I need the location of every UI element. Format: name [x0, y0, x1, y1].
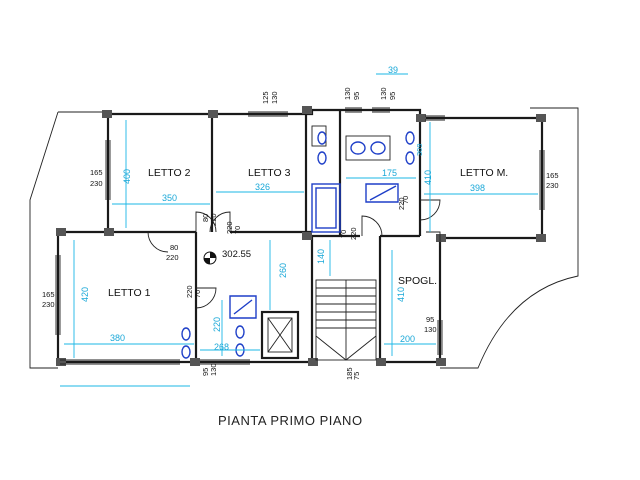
elevator-shaft	[260, 310, 300, 360]
dim-door220-a: 220	[166, 253, 179, 262]
dim-door70-e: 70	[193, 290, 202, 298]
room-spogliatoio: SPOGL.	[398, 275, 437, 287]
dim-door70-f: 70	[233, 226, 242, 234]
dim-w185-stair: 185	[345, 367, 354, 380]
dim-top-39: 39	[388, 65, 398, 75]
dim-w165-letto1: 165	[42, 290, 55, 299]
outer-walls	[56, 108, 544, 364]
windows	[55, 107, 545, 365]
dim-lettoM-height: 410	[423, 170, 433, 185]
dim-door220-d: 220	[397, 197, 406, 210]
drawing-title: PIANTA PRIMO PIANO	[218, 413, 363, 428]
room-letto-1: LETTO 1	[108, 287, 151, 299]
dim-w125: 125	[261, 91, 270, 104]
dim-w130-top: 130	[270, 91, 279, 104]
dim-w130-bath1: 130	[343, 87, 352, 100]
left-terrace-outline	[29, 111, 106, 369]
door-swings	[147, 199, 441, 309]
right-terrace-outline	[440, 107, 579, 369]
dim-w95-bath2: 95	[388, 92, 397, 100]
dim-lettoM-width: 398	[470, 183, 485, 193]
room-letto-2: LETTO 2	[148, 167, 191, 179]
dim-hall-height: 140	[316, 249, 326, 264]
dim-corridor-height: 260	[278, 263, 288, 278]
dim-bath-height: 220	[212, 317, 222, 332]
hatched-blocks	[56, 106, 546, 366]
dim-bath-top-width: 175	[382, 168, 397, 178]
dim-w95-bottom: 95	[201, 368, 210, 376]
dim-w230-right: 230	[546, 181, 559, 190]
dim-door220-e: 220	[185, 285, 194, 298]
dim-spogl-height: 410	[396, 287, 406, 302]
dim-w230-left: 230	[90, 179, 103, 188]
dim-w165-left: 165	[90, 168, 103, 177]
dim-w165-right: 165	[546, 171, 559, 180]
elevation-value: 302.55	[222, 249, 251, 260]
dim-w130-bath2: 130	[379, 87, 388, 100]
dim-spogl-width: 200	[400, 334, 415, 344]
dim-door220-c: 220	[349, 227, 358, 240]
dim-letto2-height: 400	[122, 169, 132, 184]
dim-w130-spogl: 130	[424, 325, 437, 334]
dim-w95-spogl: 95	[426, 315, 434, 324]
cyan-dimension-lines	[60, 73, 538, 387]
dim-door80-a: 80	[170, 243, 178, 252]
dim-letto2-width: 350	[162, 193, 177, 203]
dim-letto1-width: 380	[110, 333, 125, 343]
staircase	[315, 279, 377, 361]
dim-door220-b: 220	[209, 213, 218, 226]
dim-door220-f: 220	[225, 221, 234, 234]
dim-bath-309: 309	[415, 143, 424, 156]
dim-door70-c: 70	[339, 230, 348, 238]
room-letto-3: LETTO 3	[248, 167, 291, 179]
bath-fixtures-top	[311, 125, 415, 233]
dim-door70-d: 70	[401, 196, 410, 204]
dim-w130-bottom: 130	[209, 363, 218, 376]
dim-door80-b: 80	[201, 214, 210, 222]
dim-letto1-height: 420	[80, 287, 90, 302]
room-letto-m: LETTO M.	[460, 167, 508, 179]
elevation-marker	[203, 251, 217, 265]
dim-w230-letto1: 230	[42, 300, 55, 309]
dim-letto3-width: 326	[255, 182, 270, 192]
dim-w95-bath1: 95	[352, 92, 361, 100]
dim-bath-width: 268	[214, 342, 229, 352]
dim-w75-stair: 75	[352, 372, 361, 380]
